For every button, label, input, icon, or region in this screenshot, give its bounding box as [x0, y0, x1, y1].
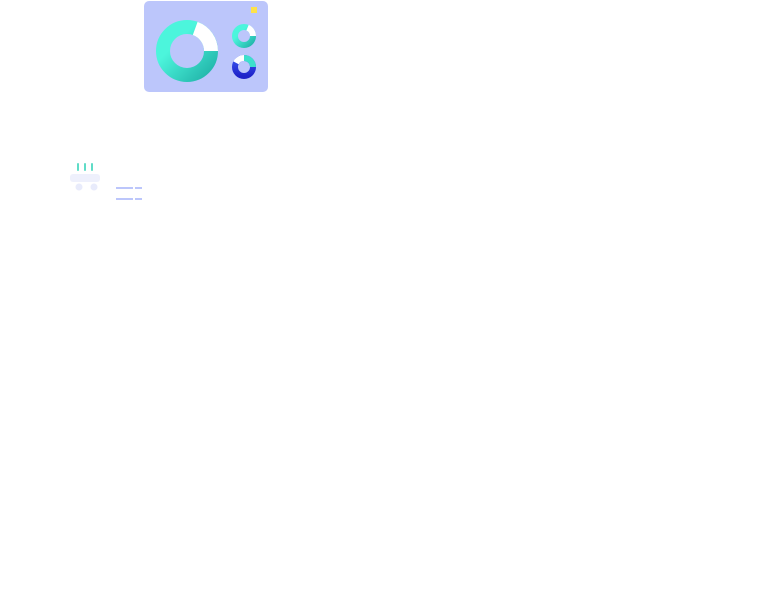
text-lines-graphic [116, 187, 142, 200]
dashboard-card-illustration [144, 1, 268, 92]
small-donut-2 [232, 54, 256, 79]
cart-illustration [68, 160, 148, 205]
yellow-marker-icon [251, 7, 257, 13]
big-donut [156, 20, 219, 82]
cart-icon [70, 163, 142, 200]
small-donut-1 [232, 24, 257, 48]
donut-charts-graphic [156, 7, 257, 82]
